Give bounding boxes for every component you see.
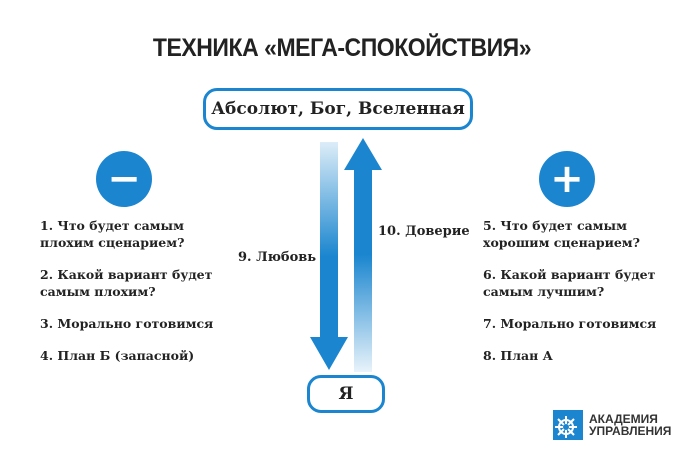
plus-icon: + xyxy=(539,151,595,207)
plus-item: 5. Что будет самым хорошим сценарием? xyxy=(483,218,640,250)
arrow-up-trust xyxy=(344,138,382,372)
helm-icon xyxy=(553,410,583,440)
top-box: Абсолют, Бог, Вселенная xyxy=(203,88,473,130)
plus-item: 8. План А xyxy=(483,348,553,363)
minus-item: 3. Морально готовимся xyxy=(40,316,214,331)
bottom-box: Я xyxy=(307,375,385,413)
minus-item: 2. Какой вариант будет самым плохим? xyxy=(40,267,213,299)
minus-item: 4. План Б (запасной) xyxy=(40,348,195,363)
minus-item: 1. Что будет самым плохим сценарием? xyxy=(40,218,185,250)
arrow-down-love xyxy=(310,142,348,370)
arrow-up-label: 10. Доверие xyxy=(378,224,470,239)
minus-icon: − xyxy=(96,151,152,207)
arrow-down-label: 9. Любовь xyxy=(238,250,317,265)
arrows xyxy=(310,138,382,372)
logo-line-2: УПРАВЛЕНИЯ xyxy=(589,424,672,438)
plus-item: 7. Морально готовимся xyxy=(483,316,657,331)
logo-line-1: АКАДЕМИЯ xyxy=(589,412,658,426)
page-title: ТЕХНИКА «МЕГА-СПОКОЙСТВИЯ» xyxy=(152,34,532,62)
logo: АКАДЕМИЯ УПРАВЛЕНИЯ xyxy=(553,410,671,440)
plus-item: 6. Какой вариант будет самым лучшим? xyxy=(483,267,656,299)
